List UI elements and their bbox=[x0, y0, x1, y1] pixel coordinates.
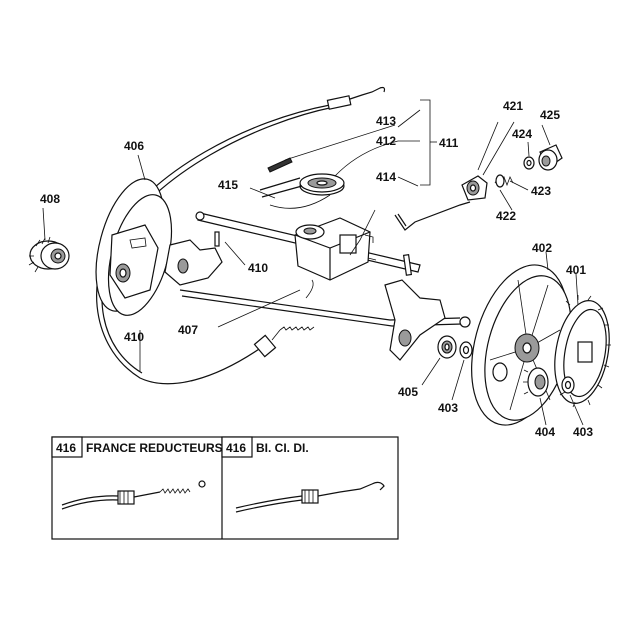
panel-right-code: 416 bbox=[226, 441, 246, 455]
callout-422: 422 bbox=[496, 209, 516, 223]
spring-423 bbox=[494, 174, 514, 188]
panel-right-title: BI. CI. DI. bbox=[256, 441, 309, 455]
cable-variants-panel: 416 FRANCE REDUCTEURS 416 BI. CI. DI. bbox=[51, 436, 399, 540]
gearbox bbox=[294, 217, 377, 281]
callout-404: 404 bbox=[535, 425, 555, 439]
callout-labels: 413 412 411 414 421 424 425 423 422 406 … bbox=[40, 99, 593, 439]
panel-left-title: FRANCE REDUCTEURS bbox=[86, 441, 223, 455]
callout-401: 401 bbox=[566, 263, 586, 277]
callout-406: 406 bbox=[124, 139, 144, 153]
callout-407: 407 bbox=[178, 323, 198, 337]
callout-412: 412 bbox=[376, 134, 396, 148]
callout-425: 425 bbox=[540, 108, 560, 122]
pinion-408 bbox=[28, 236, 70, 273]
wheel-cover-406 bbox=[95, 178, 173, 316]
callout-414: 414 bbox=[376, 170, 396, 184]
leader-lines bbox=[42, 99, 584, 426]
cable-variant-bi-ci-di bbox=[235, 481, 385, 513]
callout-415: 415 bbox=[218, 178, 238, 192]
pinion-404 bbox=[523, 367, 549, 397]
bearing-405 bbox=[437, 335, 457, 359]
pulley-412 bbox=[299, 173, 345, 196]
washer-403-right bbox=[561, 376, 575, 394]
callout-410-axle: 410 bbox=[248, 261, 268, 275]
cap-425 bbox=[538, 144, 563, 171]
callout-402: 402 bbox=[532, 241, 552, 255]
spring bbox=[279, 279, 315, 331]
bushing-421 bbox=[461, 121, 499, 201]
rod-414 bbox=[394, 201, 471, 231]
callout-424: 424 bbox=[512, 127, 532, 141]
panel-left-code: 416 bbox=[56, 441, 76, 455]
key-413 bbox=[267, 124, 396, 173]
callout-410-cable: 410 bbox=[124, 330, 144, 344]
cable-variant-france-reducteurs bbox=[61, 480, 206, 510]
lever-bracket bbox=[164, 239, 471, 361]
washer-403-left bbox=[459, 341, 473, 359]
callout-403-left: 403 bbox=[438, 401, 458, 415]
callout-403-right: 403 bbox=[573, 425, 593, 439]
callout-421: 421 bbox=[503, 99, 523, 113]
washer-424 bbox=[523, 156, 535, 170]
control-cable bbox=[96, 86, 386, 385]
callout-408: 408 bbox=[40, 192, 60, 206]
callout-413: 413 bbox=[376, 114, 396, 128]
callout-405: 405 bbox=[398, 385, 418, 399]
callout-411: 411 bbox=[439, 136, 459, 150]
callout-423: 423 bbox=[531, 184, 551, 198]
